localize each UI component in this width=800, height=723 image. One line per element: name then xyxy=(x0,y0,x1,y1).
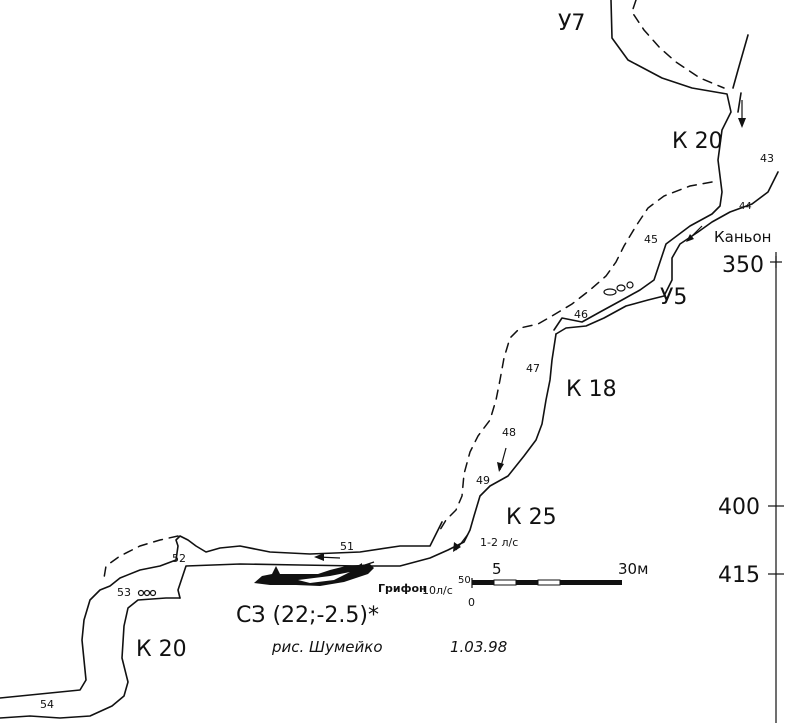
author-label: рис. Шумейко xyxy=(271,638,383,656)
flow-arrow-51 xyxy=(314,553,341,561)
grifon-flow-label: 10л/с xyxy=(422,584,453,597)
coordinates-label: СЗ (22;-2.5)* xyxy=(236,603,379,628)
passage-wall-upper-left xyxy=(555,34,779,335)
depth-scale xyxy=(768,252,784,723)
section-label-k18: К 18 xyxy=(566,377,617,402)
flow-arrow-k25 xyxy=(453,533,469,552)
passage-wall-middle xyxy=(177,333,557,599)
section-label-k25: К 25 xyxy=(506,505,557,530)
scale-end-label: 30м xyxy=(618,560,648,578)
passage-wall-upper-right xyxy=(553,0,732,331)
section-label-u7: У7 xyxy=(558,11,585,36)
flow-arrow-kanyon xyxy=(686,225,703,242)
station-52: 52 xyxy=(172,552,186,565)
scale-zero-label: 0 xyxy=(468,596,475,609)
section-label-k20-top: К 20 xyxy=(672,129,723,154)
date-label: 1.03.98 xyxy=(450,638,507,656)
flow-arrow-top xyxy=(738,100,746,128)
section-label-k20-bottom: К 20 xyxy=(136,637,187,662)
station-46: 46 xyxy=(574,308,588,321)
boulder-symbol-u5 xyxy=(603,281,634,296)
station-44: 44 xyxy=(739,201,752,212)
station-53: 53 xyxy=(117,586,131,599)
station-45: 45 xyxy=(644,233,658,246)
scale-bar xyxy=(471,578,622,588)
station-48: 48 xyxy=(502,426,516,439)
station-47: 47 xyxy=(526,362,540,375)
passage-wall-lower xyxy=(0,597,181,719)
station-50: 50 xyxy=(458,575,471,586)
boulder-symbol-53 xyxy=(137,589,157,597)
station-43: 43 xyxy=(760,152,774,165)
grifon-water-streak xyxy=(298,572,350,583)
section-label-kanyon: Каньон xyxy=(714,228,771,246)
depth-tick-415: 415 xyxy=(718,563,760,588)
passage-wall-dashed-left xyxy=(103,535,179,579)
section-label-u5: У5 xyxy=(660,285,687,310)
station-51: 51 xyxy=(340,540,354,553)
grifon-pool xyxy=(254,564,374,586)
station-54: 54 xyxy=(40,698,54,711)
flow-rate-label: 1-2 л/с xyxy=(480,536,518,549)
depth-tick-400: 400 xyxy=(718,495,760,520)
depth-tick-350: 350 xyxy=(722,253,764,278)
flow-arrow-48 xyxy=(497,447,507,472)
grifon-label: Грифон xyxy=(378,582,427,595)
passage-wall-dashed-top xyxy=(631,0,725,89)
scale-five-label: 5 xyxy=(492,560,502,578)
passage-wall-left-outer xyxy=(0,521,443,699)
station-49: 49 xyxy=(476,474,490,487)
